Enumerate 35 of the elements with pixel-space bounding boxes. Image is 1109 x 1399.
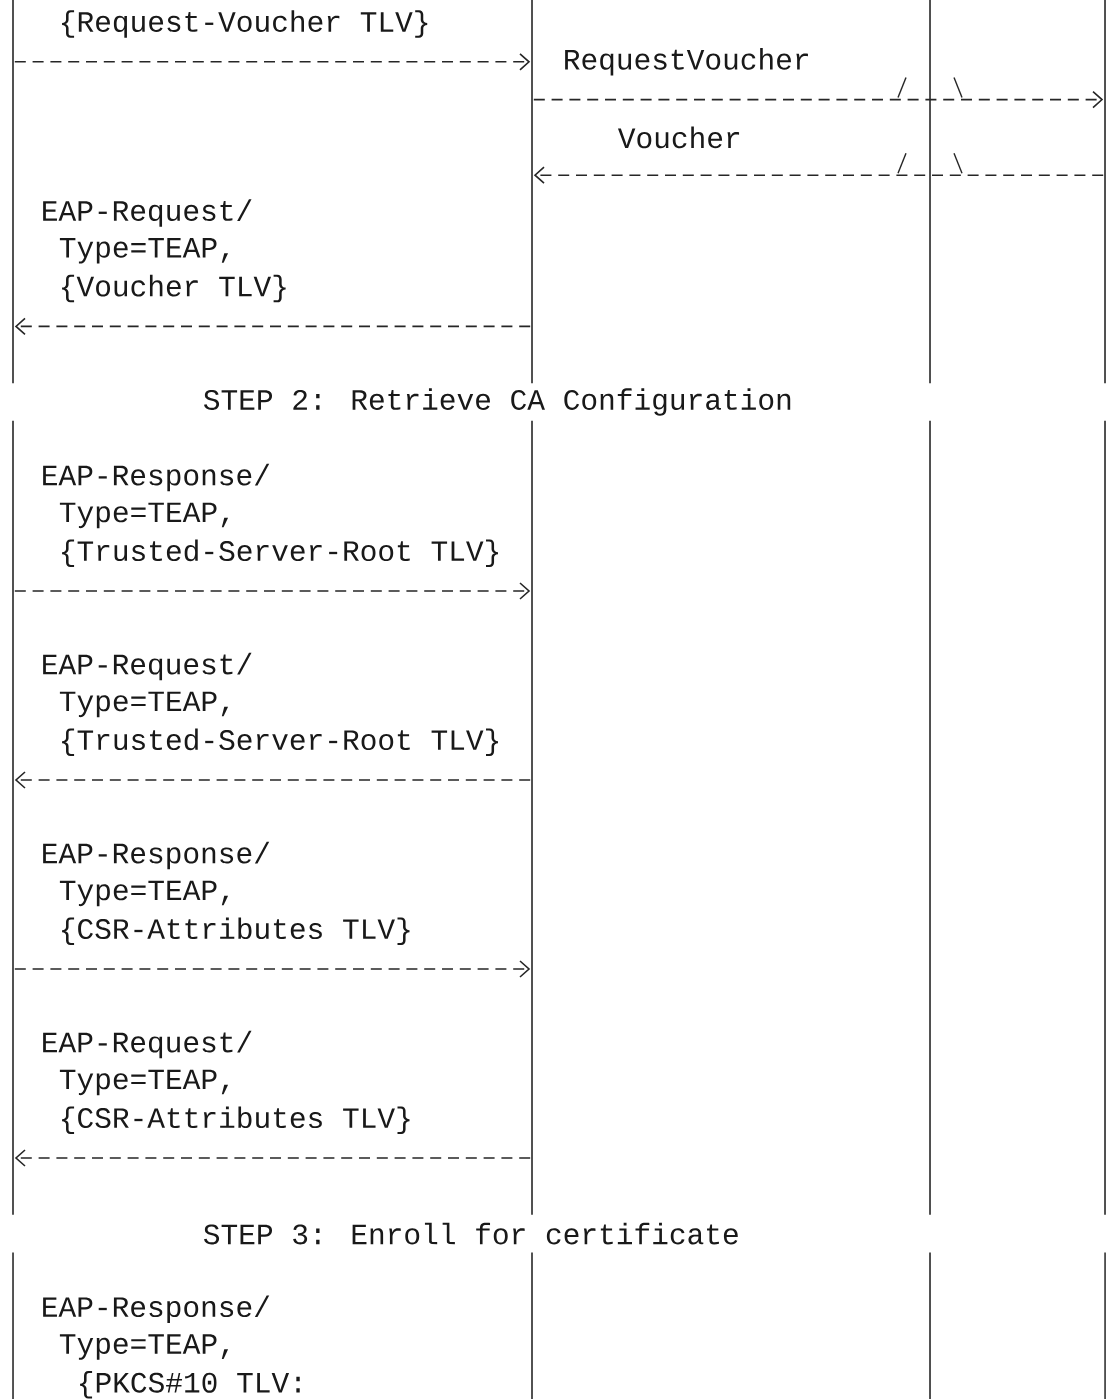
arrow [14, 960, 531, 978]
message-text: STEP 2: Retrieve CA Configuration [203, 388, 791, 416]
edge-label: Voucher [617, 126, 740, 149]
message-text: EAP-Response/ [43, 463, 270, 492]
arrow [533, 90, 1104, 109]
message-text: EAP-Response/ [43, 1295, 270, 1323]
message-text: {CSR-Attributes TLV} [62, 917, 410, 945]
message-text: Type=TEAP, [59, 238, 229, 264]
arrow [14, 317, 531, 336]
arrow [14, 771, 531, 789]
message-text: STEP 3: Enroll for certificate [203, 1222, 738, 1245]
message-text: {Trusted-Server-Root TLV} [62, 728, 498, 756]
arrow [14, 1149, 531, 1167]
message-text: {Request-Voucher TLV} [62, 10, 428, 38]
message-text: Type=TEAP, [59, 1069, 229, 1096]
message-text: Type=TEAP, [59, 691, 229, 718]
message-text: {Voucher TLV} [62, 274, 286, 303]
lifeline [1104, 0, 1106, 1399]
message-text: Type=TEAP, [59, 1334, 229, 1360]
message-text: {PKCS#10 TLV: [80, 1371, 300, 1399]
message-text: EAP-Response/ [43, 841, 270, 870]
message-text: EAP-Request/ [43, 1030, 252, 1059]
arrow [14, 53, 531, 71]
message-text: {Trusted-Server-Root TLV} [62, 539, 498, 567]
lifeline [12, 0, 14, 1399]
edge-label: RequestVoucher [565, 48, 808, 76]
arrow [14, 582, 531, 600]
arrow [533, 166, 1104, 184]
message-text: EAP-Request/ [43, 652, 252, 681]
message-text: {CSR-Attributes TLV} [62, 1106, 410, 1134]
lifeline [531, 0, 533, 1399]
message-text: EAP-Request/ [43, 199, 252, 227]
message-text: Type=TEAP, [59, 502, 229, 529]
lifeline [929, 0, 931, 1399]
message-text: Type=TEAP, [59, 880, 229, 907]
